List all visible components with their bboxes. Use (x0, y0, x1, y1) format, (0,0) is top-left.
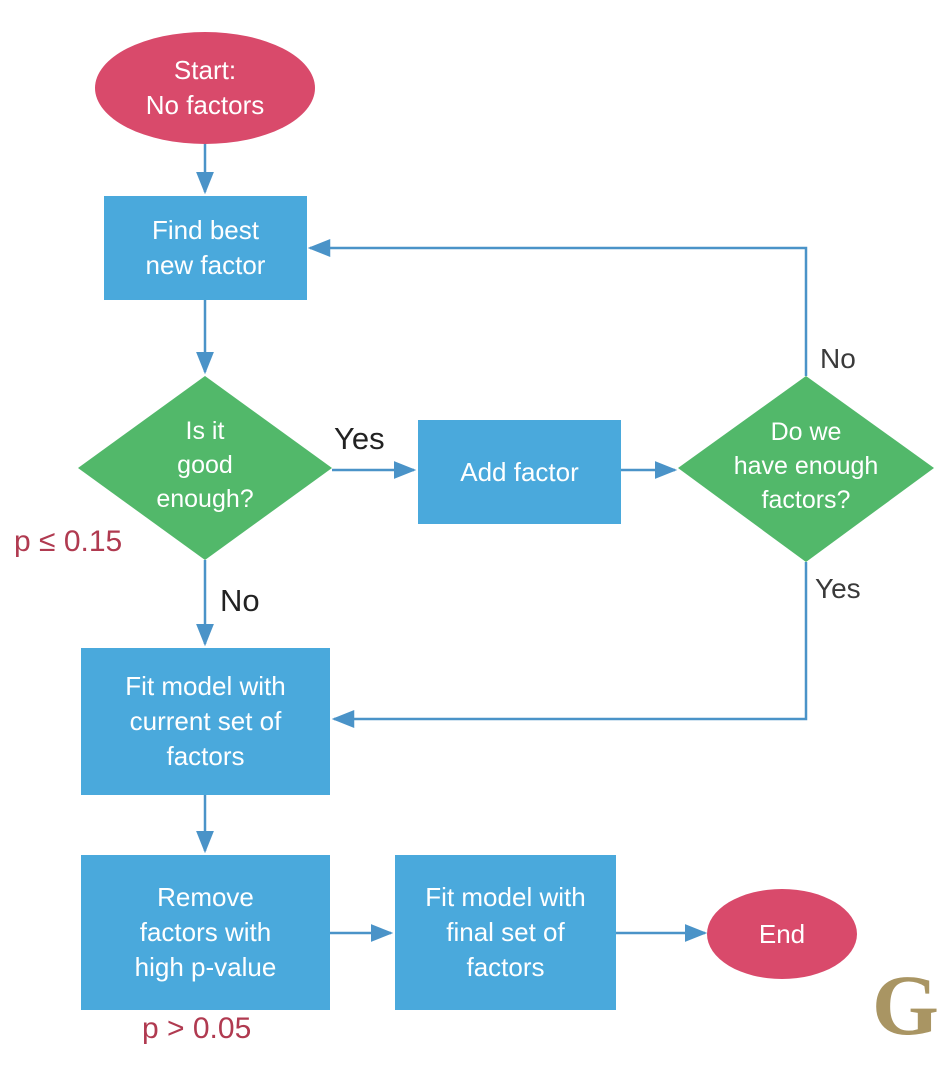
fit-current-model-box: Fit model with current set of factors (81, 648, 330, 795)
logo-partial: G (872, 957, 939, 1053)
edge-label-yes-enough: Yes (815, 573, 861, 604)
find-best-factor-box: Find best new factor (104, 196, 307, 300)
end-node: End (707, 889, 857, 979)
edge-label-no-good: No (220, 583, 260, 618)
edge-label-no-enough: No (820, 343, 856, 374)
remove-factors-box: Remove factors with high p-value (81, 855, 330, 1010)
arrow-enough-yes-to-fit (331, 562, 808, 728)
add-factor-box: Add factor (418, 420, 621, 524)
start-node: Start: No factors (95, 32, 315, 144)
decision-enough-factors-shape (678, 376, 934, 562)
annotation-p-enter: p ≤ 0.15 (14, 525, 123, 558)
decision-enough-factors-text: Do we have enough factors? (733, 418, 879, 514)
arrow-enough-no-loop (307, 239, 808, 376)
decision-good-enough-text: Is it good enough? (156, 417, 254, 513)
edge-label-yes-good: Yes (334, 421, 385, 456)
fit-final-model-box: Fit model with final set of factors (395, 855, 616, 1010)
decision-good-enough-shape (78, 376, 332, 560)
annotation-p-remove: p > 0.05 (142, 1012, 252, 1045)
